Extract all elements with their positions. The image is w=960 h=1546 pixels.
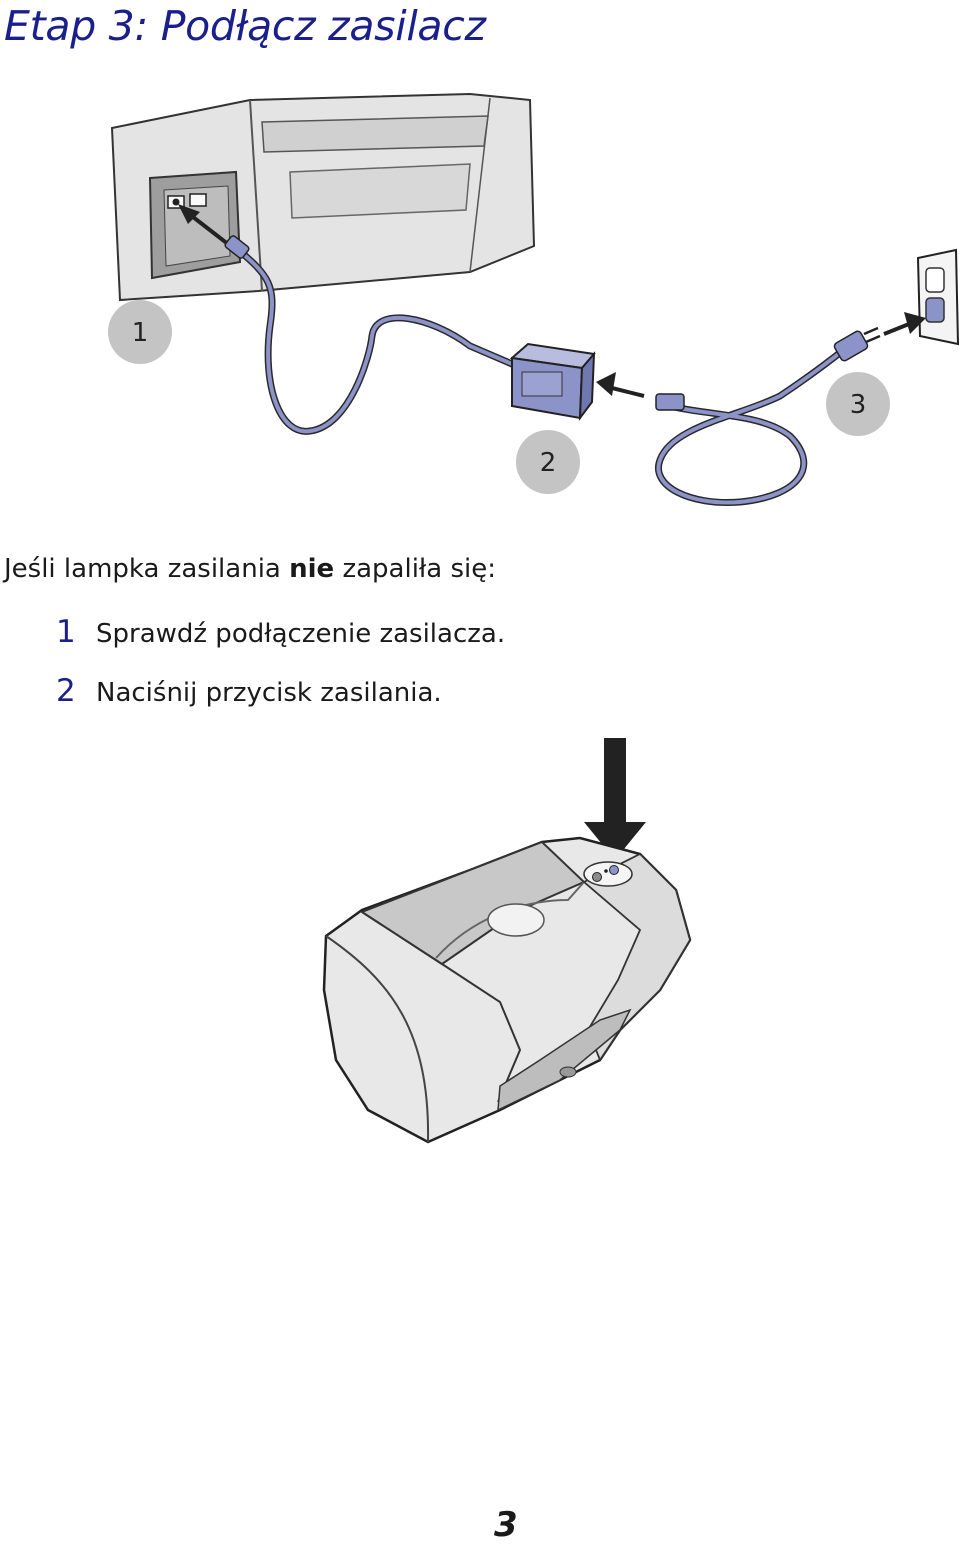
outlet-arrow	[883, 312, 926, 336]
callout-2: 2	[516, 430, 580, 494]
power-adapter	[509, 342, 596, 422]
svg-text:3: 3	[850, 390, 867, 420]
intro-emphasis: nie	[289, 554, 335, 584]
adapter-arrow	[596, 372, 645, 398]
svg-text:1: 1	[132, 318, 149, 348]
page-number: 3	[494, 1505, 518, 1545]
troubleshoot-intro: Jeśli lampka zasilania nie zapaliła się:	[4, 554, 496, 584]
step-2-text: Naciśnij przycisk zasilania.	[96, 678, 442, 708]
step-1-text: Sprawdź podłączenie zasilacza.	[96, 619, 506, 649]
wall-outlet	[916, 248, 960, 346]
power-button-illustration	[322, 738, 692, 1144]
power-button[interactable]	[592, 872, 602, 882]
printer-front-view	[322, 836, 692, 1144]
down-arrow	[584, 738, 646, 860]
intro-after: zapaliła się:	[334, 554, 497, 584]
printer-rear-view	[110, 92, 536, 302]
callout-1: 1	[108, 300, 172, 364]
power-connection-illustration: 1 2 3	[108, 92, 960, 507]
page-title: Etap 3: Podłącz zasilacz	[4, 2, 486, 50]
step-2: 2 Naciśnij przycisk zasilania.	[56, 673, 442, 713]
intro-before: Jeśli lampka zasilania	[4, 554, 290, 584]
callout-3: 3	[826, 372, 890, 436]
svg-text:2: 2	[540, 448, 557, 478]
step-1-number: 1	[56, 614, 76, 650]
step-2-number: 2	[56, 673, 76, 709]
step-1: 1 Sprawdź podłączenie zasilacza.	[56, 614, 505, 654]
